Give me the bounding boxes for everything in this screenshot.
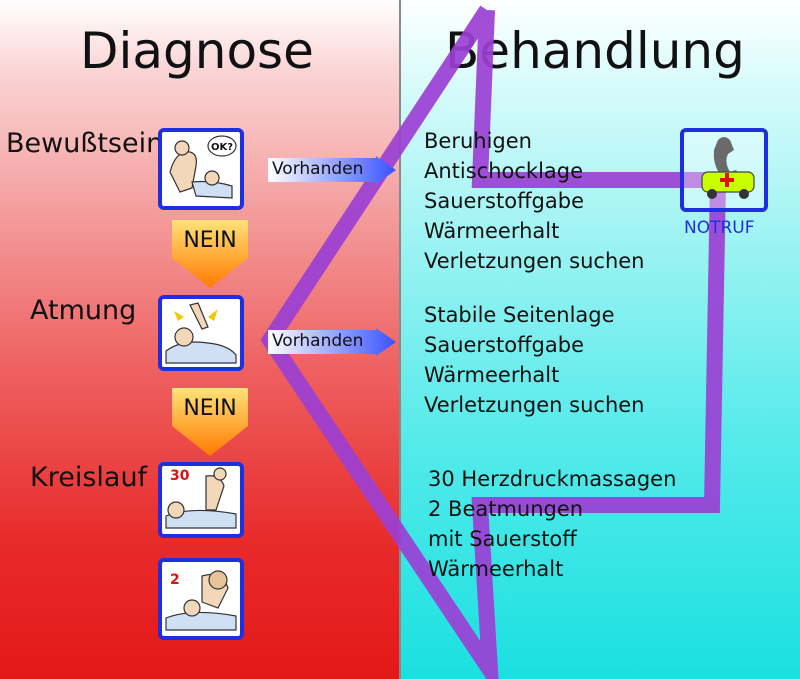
treatment-item: Sauerstoffgabe (424, 333, 585, 357)
nein-label-2: NEIN (183, 396, 237, 421)
behandlung-panel (400, 0, 800, 679)
treatment-item: Wärmeerhalt (428, 557, 564, 581)
treatment-list-bewusstsein: Beruhigen Antischocklage Sauerstoffgabe … (424, 126, 645, 276)
consciousness-check-icon: OK? (169, 135, 237, 199)
vorhanden-label-1: Vorhanden (272, 159, 364, 179)
treatment-item: Beruhigen (424, 129, 532, 153)
diagnose-heading: Diagnose (80, 22, 314, 80)
down-arrow-icon (172, 388, 248, 456)
treatment-item: Wärmeerhalt (424, 363, 560, 387)
right-arrow-icon (268, 328, 396, 356)
treatment-list-atmung: Stabile Seitenlage Sauerstoffgabe Wärmee… (424, 300, 645, 420)
step-label-atmung: Atmung (30, 295, 137, 326)
treatment-item: 30 Herzdruckmassagen (428, 467, 677, 491)
compressions-card: 30 (158, 462, 244, 538)
vorhanden-arrow-2: Vorhanden (268, 328, 398, 356)
step-label-bewusstsein: Bewußtsein (6, 128, 164, 159)
compressions-number: 30 (170, 468, 190, 484)
nein-arrow-2: NEIN (170, 388, 250, 458)
panel-divider (399, 0, 401, 679)
right-arrow-icon (268, 156, 396, 184)
behandlung-heading: Behandlung (445, 22, 745, 80)
treatment-item: Verletzungen suchen (424, 393, 645, 417)
treatment-list-kreislauf: 30 Herzdruckmassagen 2 Beatmungen mit Sa… (428, 464, 676, 584)
nein-label-1: NEIN (183, 228, 237, 253)
vorhanden-arrow-1: Vorhanden (268, 156, 398, 184)
treatment-item: Wärmeerhalt (424, 219, 560, 243)
treatment-item: Sauerstoffgabe (424, 189, 585, 213)
notruf-box (680, 128, 768, 212)
treatment-item: Antischocklage (424, 159, 584, 183)
treatment-item: Stabile Seitenlage (424, 303, 615, 327)
breathing-check-icon (165, 302, 237, 364)
ok-bubble-text: OK? (211, 142, 233, 153)
consciousness-check-card: OK? (158, 128, 244, 210)
nein-arrow-1: NEIN (170, 220, 250, 290)
rescue-breaths-card: 2 (158, 558, 244, 640)
breathing-check-card (158, 295, 244, 371)
treatment-item: Verletzungen suchen (424, 249, 645, 273)
phone-ambulance-icon (701, 137, 755, 199)
breaths-number: 2 (170, 572, 180, 588)
treatment-item: mit Sauerstoff (428, 527, 577, 551)
notruf-label: NOTRUF (684, 218, 755, 238)
chest-compression-icon (165, 467, 237, 529)
treatment-item: 2 Beatmungen (428, 497, 584, 521)
down-arrow-icon (172, 220, 248, 288)
rescue-breath-icon (165, 570, 237, 631)
vorhanden-label-2: Vorhanden (272, 331, 364, 351)
step-label-kreislauf: Kreislauf (30, 462, 148, 493)
